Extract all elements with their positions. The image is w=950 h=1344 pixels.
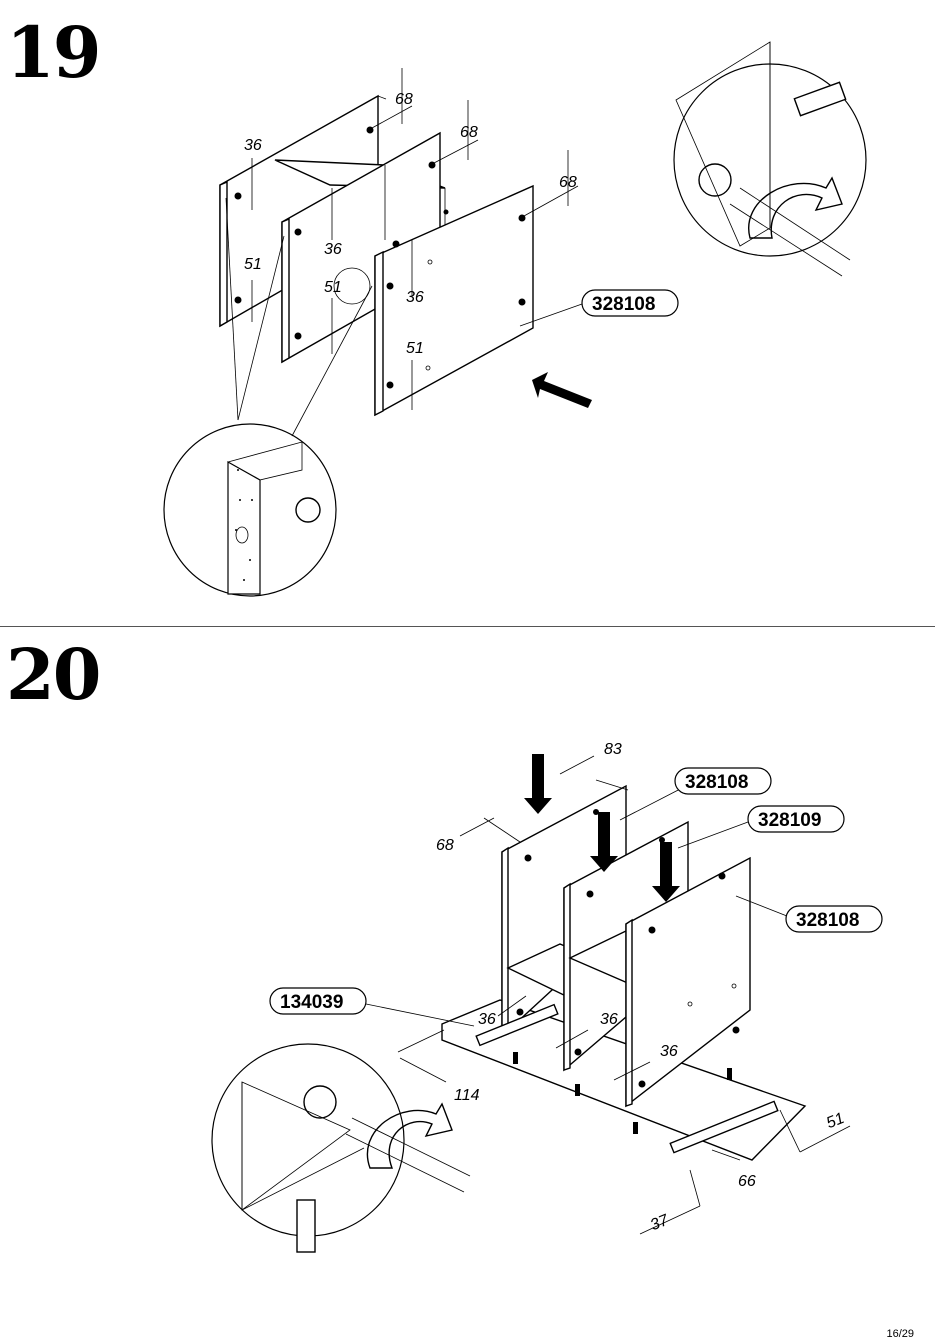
dimension-label: 36 [406, 289, 424, 306]
dimension-label: 51 [406, 340, 424, 357]
svg-text:328108: 328108 [685, 772, 748, 793]
part-label-134039: 134039 [269, 987, 367, 1015]
step-number-19: 19 [6, 11, 101, 94]
dimension-label: 51 [824, 1110, 847, 1132]
dimension-label: 114 [454, 1087, 480, 1104]
dimension-label: 36 [244, 137, 262, 154]
cam-lock-icon [295, 497, 321, 523]
cam-bolt-icon [793, 81, 847, 117]
step19-panels [219, 94, 534, 417]
step20-screwdriver-detail [211, 1043, 471, 1253]
step20-dimension-leaders [365, 755, 851, 1235]
dimension-label: 36 [600, 1011, 618, 1028]
dimension-label: 36 [324, 241, 342, 258]
dimension-label: 68 [559, 174, 577, 191]
dimension-label: 36 [660, 1043, 678, 1060]
cam-bolt-icon [296, 1199, 316, 1253]
part-label-328109: 328109 [747, 805, 845, 833]
dimension-label: 68 [460, 124, 478, 141]
push-arrow-icon [532, 372, 592, 408]
dimension-label: 51 [324, 279, 342, 296]
svg-text:134039: 134039 [280, 992, 343, 1013]
svg-text:328108: 328108 [592, 294, 655, 315]
page-number: 16/29 [886, 1328, 914, 1340]
dimension-label: 83 [604, 741, 622, 758]
section-divider [0, 626, 935, 627]
svg-text:328108: 328108 [796, 910, 859, 931]
step20-panels [441, 784, 807, 1161]
cam-lock-icon [303, 1085, 337, 1119]
step20-dimension-labels: 83 68 36 36 36 114 51 66 37 [436, 741, 847, 1234]
step19-dimension-leaders [225, 68, 583, 437]
step19-screwdriver-detail [673, 41, 867, 277]
step19-edge-detail [163, 423, 337, 597]
cam-lock-icon [698, 163, 732, 197]
svg-text:328109: 328109 [758, 810, 821, 831]
part-label-328108: 328108 [785, 905, 883, 933]
down-arrow-icons [524, 754, 680, 902]
dimension-label: 37 [648, 1211, 672, 1234]
dimension-label: 68 [395, 91, 413, 108]
part-label-328108: 328108 [581, 289, 679, 317]
dimension-label: 66 [738, 1173, 756, 1190]
step-number-20: 20 [6, 633, 101, 716]
part-label-328108: 328108 [674, 767, 772, 795]
dimension-label: 51 [244, 256, 262, 273]
rotate-arrow-icon [748, 176, 843, 239]
step19-dimension-labels: 68 68 68 36 36 36 51 51 51 [244, 91, 577, 357]
dimension-label: 36 [478, 1011, 496, 1028]
dimension-label: 68 [436, 837, 454, 854]
rotate-arrow-icon [366, 1102, 453, 1169]
